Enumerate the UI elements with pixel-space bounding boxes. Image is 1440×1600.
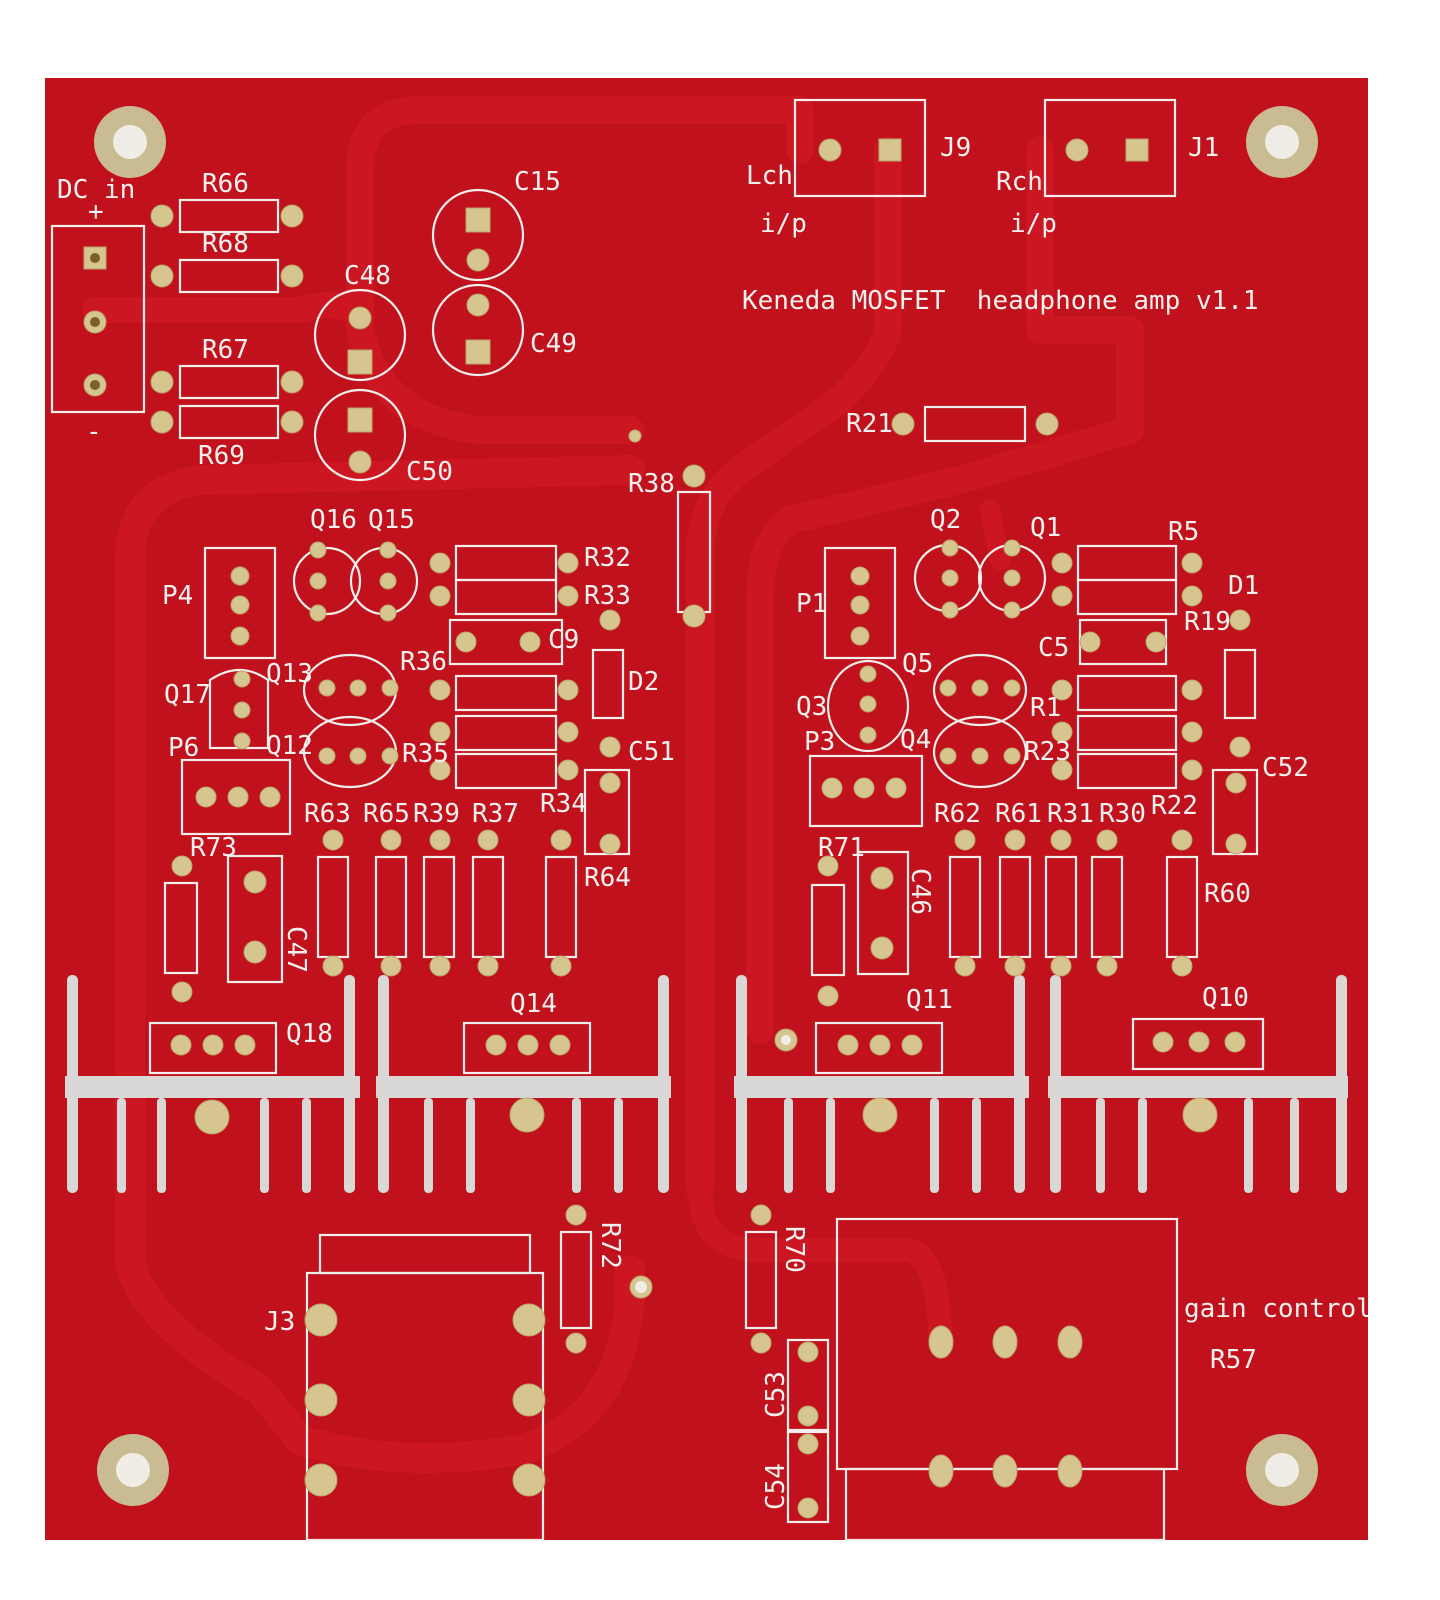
ref-R62: R62 — [934, 799, 981, 829]
ref-R34: R34 — [540, 789, 587, 819]
ref-R37: R37 — [472, 799, 519, 829]
ref-J1: J1 — [1188, 133, 1219, 163]
ref-Q3: Q3 — [796, 692, 827, 722]
dc-in-label: DC in — [57, 175, 135, 205]
dc-minus-label: - — [86, 417, 102, 447]
ref-Q13: Q13 — [266, 659, 313, 689]
ref-Q14: Q14 — [510, 989, 557, 1019]
ref-R63: R63 — [304, 799, 351, 829]
ref-R22: R22 — [1151, 791, 1198, 821]
copper-traces — [82, 96, 1144, 1473]
heatsink-left — [65, 975, 671, 1193]
ref-C15: C15 — [514, 167, 561, 197]
ref-R65: R65 — [363, 799, 410, 829]
ref-R31: R31 — [1047, 799, 1094, 829]
ref-C9: C9 — [548, 625, 579, 655]
ref-R32: R32 — [584, 543, 631, 573]
ref-R70: R70 — [779, 1226, 809, 1273]
ref-C54: C54 — [761, 1463, 791, 1510]
ref-C50: C50 — [406, 457, 453, 487]
ref-R33: R33 — [584, 581, 631, 611]
ref-Q17: Q17 — [164, 680, 211, 710]
ref-P6: P6 — [168, 733, 199, 763]
dc-plus-label: + — [88, 197, 104, 227]
ref-R73: R73 — [190, 833, 237, 863]
ref-C48: C48 — [344, 261, 391, 291]
mounting-holes — [94, 106, 1318, 1506]
ref-Q1: Q1 — [1030, 513, 1061, 543]
ref-C53: C53 — [761, 1371, 791, 1418]
ref-Q2: Q2 — [930, 505, 961, 535]
ref-Q4: Q4 — [900, 725, 931, 755]
ref-D2: D2 — [628, 667, 659, 697]
ref-R39: R39 — [413, 799, 460, 829]
left-channel-label: Lch — [746, 161, 793, 191]
ref-C5: C5 — [1038, 633, 1069, 663]
ref-R66: R66 — [202, 169, 249, 199]
gain-control-designator: R57 — [1210, 1345, 1257, 1375]
ref-J3: J3 — [264, 1307, 295, 1337]
ref-R61: R61 — [995, 799, 1042, 829]
right-ip-label: i/p — [1010, 209, 1057, 239]
right-channel-label: Rch — [996, 167, 1043, 197]
ref-R23: R23 — [1024, 737, 1071, 767]
ref-R5: R5 — [1168, 517, 1199, 547]
ref-R60: R60 — [1204, 879, 1251, 909]
ref-P4: P4 — [162, 581, 193, 611]
ref-Q12: Q12 — [266, 731, 313, 761]
left-ip-label: i/p — [760, 209, 807, 239]
ref-R30: R30 — [1099, 799, 1146, 829]
silkscreen-text: DC in + - R66 R68 R67 R69 C15 C48 C49 C5… — [57, 133, 1372, 1510]
ref-R68: R68 — [202, 229, 249, 259]
component-outlines — [50, 98, 1265, 1542]
ref-R1: R1 — [1030, 693, 1061, 723]
through-hole-pads — [83, 138, 1251, 1519]
ref-R71: R71 — [818, 833, 865, 863]
ref-R67: R67 — [202, 335, 249, 365]
ref-C52: C52 — [1262, 753, 1309, 783]
ref-R72: R72 — [595, 1222, 625, 1269]
ref-R64: R64 — [584, 863, 631, 893]
ref-D1: D1 — [1228, 571, 1259, 601]
ref-Q18: Q18 — [286, 1019, 333, 1049]
ref-C51: C51 — [628, 737, 675, 767]
ref-Q11: Q11 — [906, 985, 953, 1015]
ref-P3: P3 — [804, 727, 835, 757]
ref-R19: R19 — [1184, 607, 1231, 637]
ref-C46: C46 — [905, 868, 935, 915]
ref-R35: R35 — [402, 739, 449, 769]
ref-C49: C49 — [530, 329, 577, 359]
ref-R69: R69 — [198, 441, 245, 471]
ref-R38: R38 — [628, 469, 675, 499]
ref-R21: R21 — [846, 409, 893, 439]
ref-C47: C47 — [281, 926, 311, 973]
gain-control-label: gain control — [1184, 1294, 1372, 1324]
ref-Q10: Q10 — [1202, 983, 1249, 1013]
board-title: Keneda MOSFET headphone amp v1.1 — [742, 286, 1259, 316]
ref-Q15: Q15 — [368, 505, 415, 535]
ref-J9: J9 — [940, 133, 971, 163]
heatsink-right — [734, 975, 1348, 1193]
ref-P1: P1 — [796, 589, 827, 619]
ref-R36: R36 — [400, 647, 447, 677]
ref-Q5: Q5 — [902, 649, 933, 679]
ref-Q16: Q16 — [310, 505, 357, 535]
